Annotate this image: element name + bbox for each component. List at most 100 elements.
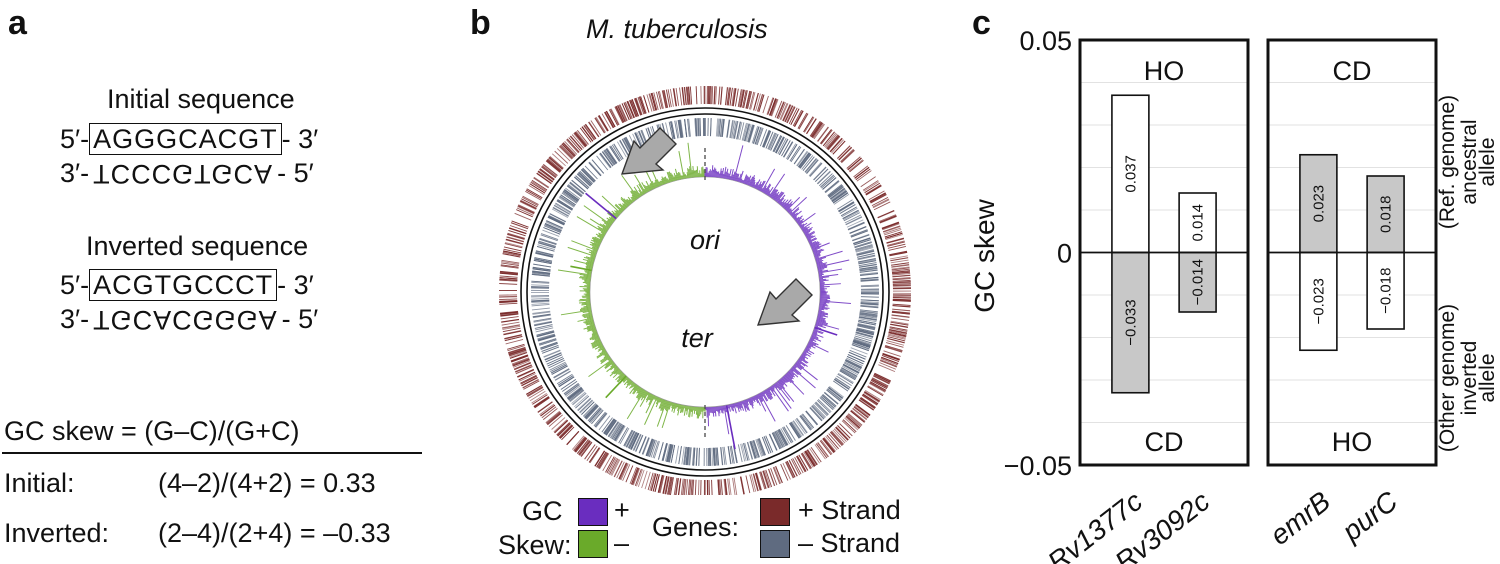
plus-strand-gene <box>507 343 525 350</box>
plus-strand-gene <box>511 220 529 228</box>
gc-skew-mark <box>815 250 843 260</box>
gc-skew-mark <box>818 310 825 313</box>
boxed-sequence: AGGGCACGT <box>89 123 282 155</box>
plus-strand-gene <box>805 450 817 466</box>
plus-strand-gene <box>499 278 518 281</box>
gc-skew-mark <box>605 224 610 229</box>
boxed-sequence: ACGTGCCCT <box>89 269 278 301</box>
orientation-bottom-label: HO <box>1332 427 1373 457</box>
plus-strand-gene <box>853 406 869 418</box>
minus-strand-gene <box>531 304 550 307</box>
gc-skew-mark <box>791 367 816 389</box>
minus-strand-gene <box>713 447 716 466</box>
minus-strand-gene <box>532 271 551 275</box>
gc-skew-mark <box>693 170 696 178</box>
gc-skew-mark <box>592 336 600 341</box>
minus-strand-gene <box>832 192 849 204</box>
gc-skew-mark <box>814 254 821 257</box>
gc-skew-mark <box>808 341 817 346</box>
plus-strand-gene <box>806 449 818 466</box>
plus-strand-gene <box>691 479 694 495</box>
plus-strand-gene <box>646 94 653 112</box>
minus-strand-gene <box>761 436 770 454</box>
minus-strand-gene <box>590 409 603 424</box>
gc-skew-mark <box>687 142 693 178</box>
plus-strand-gene <box>719 479 722 495</box>
gc-skew-mark <box>618 203 625 211</box>
minus-strand-gene <box>741 443 747 462</box>
plus-strand-gene <box>870 381 887 391</box>
gc-plus-swatch <box>578 498 608 526</box>
minus-strand-gene <box>540 233 559 241</box>
gc-skew-mark <box>644 396 658 425</box>
plus-strand-gene <box>713 86 716 105</box>
gc-skew-mark <box>676 403 679 408</box>
minus-strand-gene <box>604 419 616 435</box>
plus-strand-gene <box>889 326 908 331</box>
gc-skew-mark <box>583 275 592 278</box>
plus-strand-gene <box>556 148 571 162</box>
plus-strand-gene <box>501 261 520 265</box>
minus-strand-gene <box>531 296 550 298</box>
plus-strand-gene <box>616 105 625 123</box>
plus-strand-gene <box>629 100 637 118</box>
gc-skew-mark <box>612 370 622 379</box>
gc-skew-mark <box>636 388 644 399</box>
plus-strand-gene <box>859 399 875 411</box>
minus-strand-gene <box>531 281 550 284</box>
minus-strand-gene <box>531 300 550 303</box>
plus-strand-gene <box>798 454 809 471</box>
gc-skew-mark <box>593 338 601 342</box>
plus-strand-gene <box>827 136 841 151</box>
gc-skew-mark <box>620 196 630 207</box>
gc-skew-mark <box>812 247 821 252</box>
gc-skew-mark <box>681 175 684 180</box>
plus-strand-gene <box>886 340 905 346</box>
minus-strand-gene <box>756 438 764 457</box>
minus-strand-gene <box>751 126 759 144</box>
plus-strand-gene <box>891 314 910 318</box>
plus-strand-gene <box>763 470 770 488</box>
plus-strand-gene <box>499 279 518 282</box>
panel-frame <box>1266 38 1438 467</box>
gc-skew-mark <box>590 256 596 259</box>
minus-strand-gene <box>537 335 556 342</box>
plus-strand-gene <box>566 431 580 446</box>
plus-strand-gene <box>512 359 530 367</box>
minus-strand-gene <box>581 401 595 415</box>
minus-strand-gene <box>844 214 862 224</box>
gc-skew-mark <box>818 311 828 315</box>
minus-strand-gene <box>671 121 676 139</box>
plus-strand-gene <box>785 461 795 479</box>
gc-skew-mark <box>638 189 643 196</box>
gc-skew-mark <box>796 360 802 365</box>
minus-strand-gene <box>860 279 879 282</box>
plus-strand-gene <box>571 134 585 149</box>
plus-strand-gene <box>650 473 657 492</box>
plus-strand-gene <box>869 383 886 393</box>
gc-skew-mark <box>785 203 793 211</box>
plus-strand-gene <box>597 452 608 469</box>
minus-strand-gene <box>681 446 685 465</box>
plus-strand-gene <box>720 86 723 105</box>
gc-skew-mark <box>585 266 593 269</box>
gc-skew-mark <box>712 406 715 417</box>
minus-strand-gene <box>580 169 595 183</box>
plus-strand-gene <box>499 299 518 302</box>
plus-strand-gene <box>672 88 677 107</box>
gc-skew-mark <box>680 175 683 180</box>
gc-skew-mark <box>661 399 667 411</box>
gc-skew-mark <box>819 300 851 304</box>
bar-inverted <box>1178 251 1217 313</box>
gc-skew-mark <box>673 176 676 182</box>
gc-skew-mark <box>771 385 775 390</box>
gc-skew-mark <box>599 345 604 349</box>
minus-strand-gene <box>540 234 558 242</box>
plus-strand-gene <box>826 434 839 450</box>
minus-strand-gene <box>713 447 716 466</box>
plus-strand-gene <box>887 243 906 249</box>
gc-skew-mark <box>600 356 611 365</box>
minus-strand-gene <box>826 389 841 402</box>
gc-skew-mark <box>803 228 812 235</box>
minus-strand-gene <box>744 442 750 461</box>
